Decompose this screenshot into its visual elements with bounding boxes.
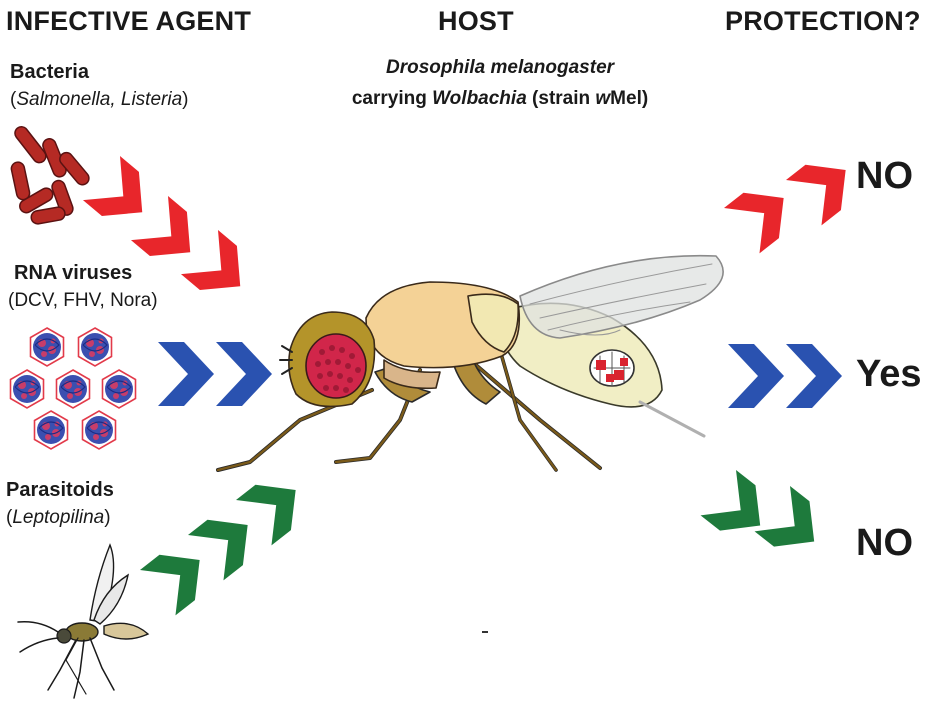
chevron-bacteria-out bbox=[724, 147, 864, 254]
header-infective-agent: INFECTIVE AGENT bbox=[6, 6, 252, 36]
agent-bacteria-sub: (Salmonella, Listeria) bbox=[10, 89, 188, 111]
protection-virus: Yes bbox=[856, 353, 922, 395]
chevron-bacteria-in bbox=[82, 156, 259, 309]
bacteria-icon bbox=[10, 126, 90, 225]
wasp-icon bbox=[17, 543, 150, 699]
host-carrying: carrying bbox=[351, 88, 433, 109]
host-strain-open: (strain bbox=[526, 88, 596, 109]
agent-parasitoid-sub: (Leptopilina) bbox=[6, 507, 111, 529]
agent-bacteria-sub-open: ( bbox=[10, 89, 17, 110]
agent-virus-sub: (DCV, FHV, Nora) bbox=[8, 290, 158, 311]
header-protection: PROTECTION? bbox=[725, 6, 921, 36]
host-species-name: Drosophila melanogaster bbox=[385, 57, 615, 78]
agent-bacteria-sub-names: Salmonella, Listeria bbox=[16, 89, 183, 110]
chevron-parasitoid-in bbox=[140, 467, 314, 616]
fly-icon bbox=[216, 254, 724, 472]
agent-bacteria-title: Bacteria bbox=[10, 61, 89, 83]
host-strain-w: w bbox=[595, 88, 611, 109]
host-strain-rest: Mel) bbox=[610, 88, 649, 109]
protection-parasitoid: NO bbox=[856, 522, 913, 564]
header-host: HOST bbox=[438, 6, 514, 36]
chevron-virus-out bbox=[728, 344, 842, 408]
agent-virus-title: RNA viruses bbox=[14, 262, 133, 284]
agent-parasitoid-sub-open: ( bbox=[6, 507, 13, 528]
host-symbiont: carrying Wolbachia (strain wMel) bbox=[300, 88, 700, 110]
host-species: Drosophila melanogaster bbox=[300, 57, 700, 79]
chevron-parasitoid-out bbox=[700, 470, 832, 565]
virus-icon bbox=[9, 327, 137, 450]
protection-bacteria: NO bbox=[856, 155, 913, 197]
chevron-virus-in bbox=[158, 342, 272, 406]
agent-bacteria-sub-close: ) bbox=[182, 89, 189, 110]
agent-parasitoid-title: Parasitoids bbox=[6, 479, 114, 501]
agent-parasitoid-sub-close: ) bbox=[104, 507, 111, 528]
host-wolbachia: Wolbachia bbox=[432, 88, 527, 109]
agent-parasitoid-sub-names: Leptopilina bbox=[12, 507, 105, 528]
